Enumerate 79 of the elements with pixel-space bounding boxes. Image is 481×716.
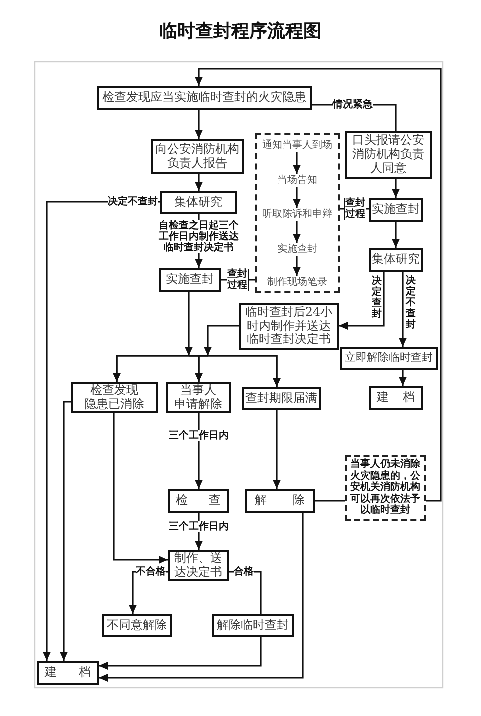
arrow (99, 637, 262, 670)
arrow (398, 370, 408, 386)
step-text: 解除临时查封 (217, 618, 289, 632)
step-text: 实施查封 (166, 273, 214, 287)
edge-label: 情况紧急 (333, 100, 373, 110)
process-box (369, 386, 423, 410)
step-text: 实施查封 (277, 243, 318, 256)
arrow (292, 187, 302, 208)
step-text: 解 除 (255, 494, 305, 508)
process-box (168, 550, 229, 581)
step-text: 建 档 (377, 391, 415, 405)
arrow (272, 410, 282, 489)
arrow (339, 272, 385, 330)
arrow (204, 325, 239, 356)
arrow (99, 513, 304, 682)
process-box (160, 191, 237, 214)
step-text: 制作现场笔录 (267, 276, 328, 289)
arrow (208, 355, 282, 387)
process-box (212, 614, 294, 637)
edge-label: 合格 (234, 566, 254, 578)
step-text: 当事人申请解除 (174, 384, 222, 412)
process-box (166, 382, 231, 413)
step-text: 不同意解除 (107, 618, 167, 632)
step-text: 查封期限届满 (246, 392, 318, 406)
step-text: 口头报请公安消防机构负责人同意 (351, 134, 426, 176)
diagram-title: 临时查封程序流程图 (158, 20, 322, 43)
process-box (369, 198, 423, 222)
arrow (398, 272, 408, 347)
arrow (60, 401, 71, 661)
edge-label: 查封过程 (344, 198, 366, 220)
arrow (113, 413, 168, 564)
edge-label: 不合格 (136, 566, 166, 578)
edge-label: 决定查封 (372, 276, 382, 320)
edge-label: 三个工作日内 (169, 430, 229, 442)
process-box (102, 614, 172, 637)
step-text: 通知当事人到场 (262, 139, 333, 152)
process-box (239, 303, 339, 350)
step-text: 临时查封后24小时内制作并送达临时查封决定书 (244, 306, 334, 348)
edge-label: 自检查之日起三个工作日内制作送达临时查封决定书 (158, 220, 240, 254)
step-text: 当场告知 (277, 174, 318, 187)
arrow (184, 292, 194, 356)
arrow (292, 256, 302, 276)
process-box (97, 86, 312, 110)
process-box (340, 347, 438, 370)
process-box (37, 661, 99, 685)
process-box (369, 248, 423, 272)
step-text: 集体研究 (174, 196, 222, 210)
arrow (194, 68, 442, 502)
step-text: 检 查 (176, 494, 221, 508)
arrow (194, 355, 208, 382)
edge-label: 决定不查封 (108, 196, 158, 208)
edge-label: 决定不查封 (406, 276, 416, 330)
note-text: 当事人仍未消除火灾隐患的，公安机关消防机构可以再次依法予以临时查封 (350, 459, 422, 517)
arrow (292, 152, 302, 174)
step-text: 制作、送达决定书 (173, 552, 224, 580)
step-text: 向公安消防机构负责人报告 (154, 142, 240, 170)
connector-line (315, 500, 345, 502)
process-box (168, 489, 229, 513)
arrow (392, 222, 400, 248)
process-box (345, 131, 432, 179)
arrow (392, 179, 400, 198)
step-text: 检查发现应当实施临时查封的火灾隐患 (102, 91, 306, 105)
dashed-group-box (255, 133, 340, 293)
step-text: 检查发现隐患已消除 (84, 384, 144, 412)
edge-label: 三个工作日内 (169, 522, 229, 532)
process-box (71, 382, 158, 413)
step-text: 实施查封 (372, 203, 420, 217)
arrow (194, 110, 204, 139)
process-box (245, 489, 315, 513)
step-text: 建 档 (45, 666, 91, 680)
arrow (292, 221, 302, 243)
process-box (159, 268, 221, 292)
step-text: 听取陈诉和申辩 (262, 208, 333, 221)
step-text: 集体研究 (372, 253, 420, 267)
edge-label: 查封过程 (227, 269, 249, 291)
arrow (42, 201, 160, 661)
step-text: 立即解除临时查封 (345, 352, 433, 365)
arrow (194, 174, 204, 191)
process-box (242, 387, 321, 410)
